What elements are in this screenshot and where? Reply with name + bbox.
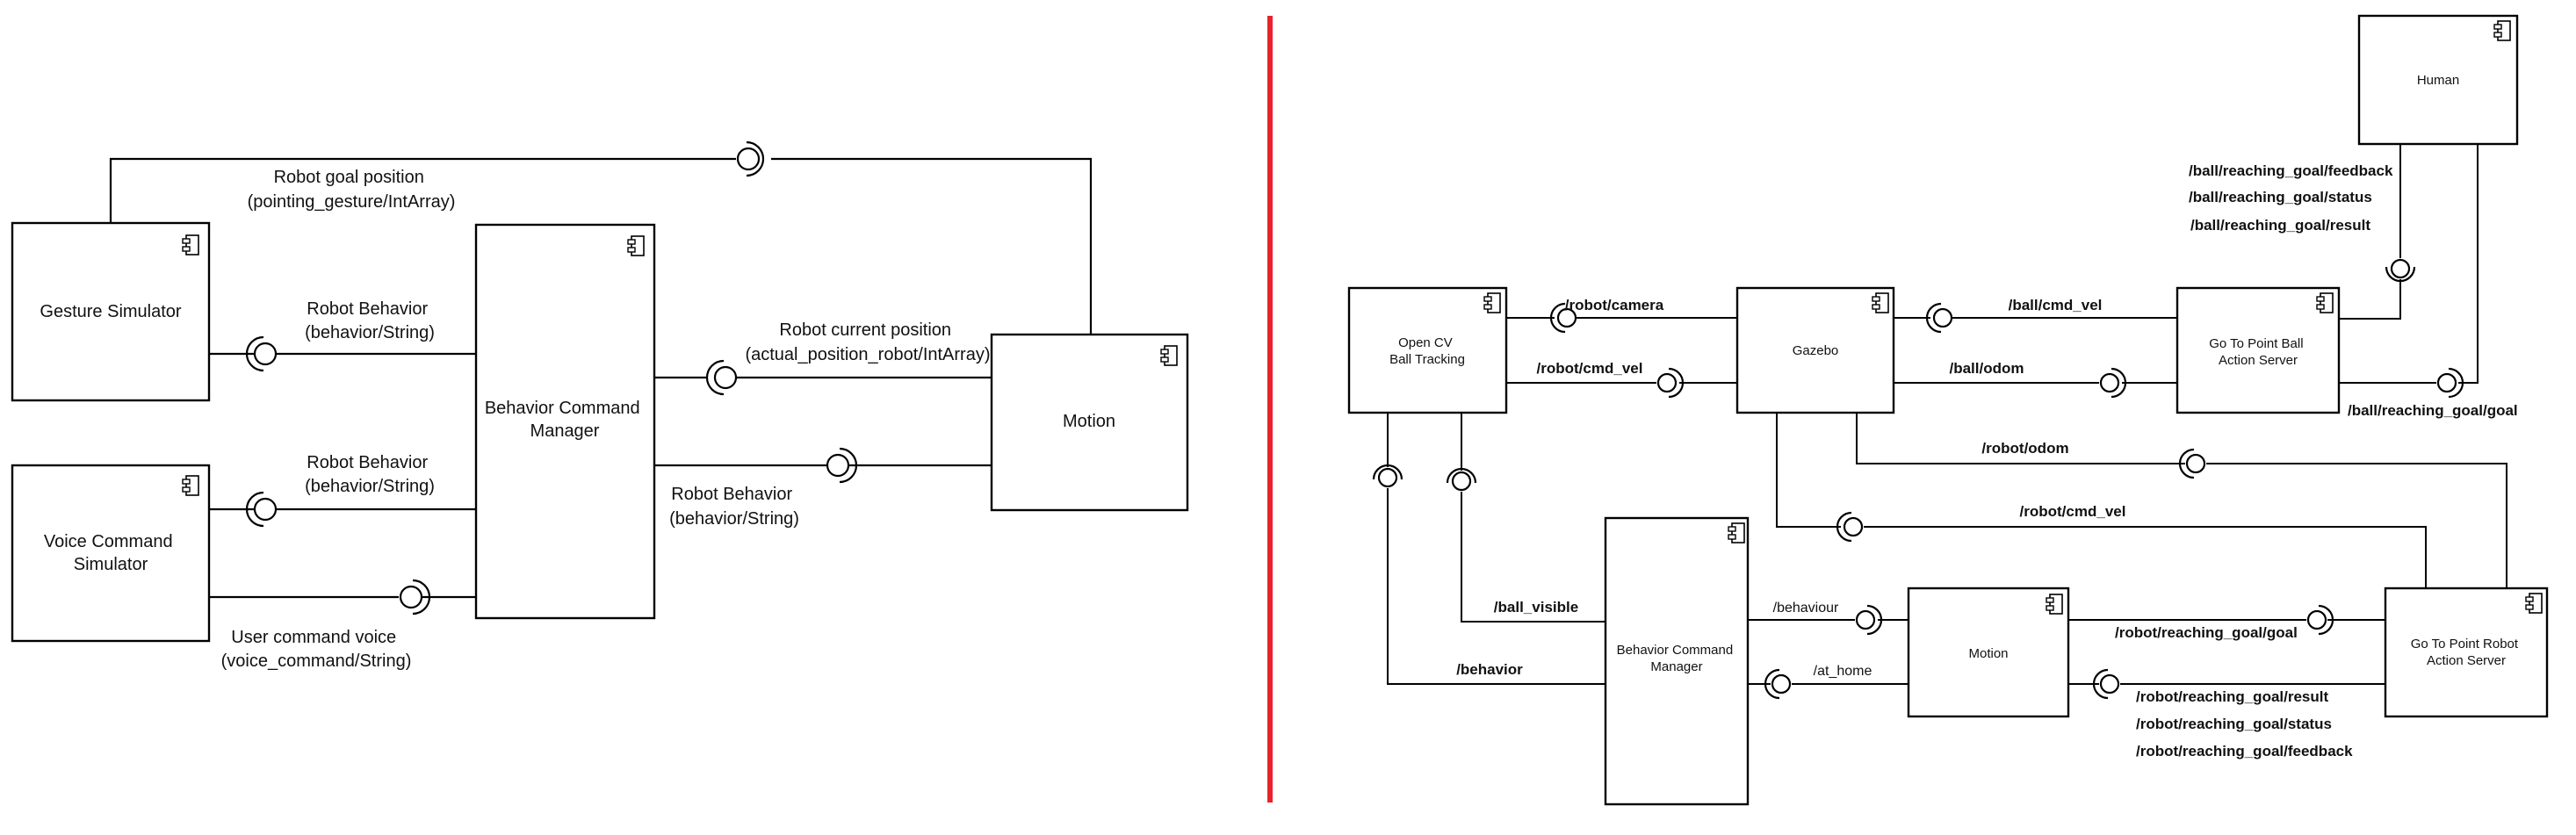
- topic-ball-reaching-goal-result: /ball/reaching_goal/result: [2190, 217, 2370, 234]
- topic-behavior: /behavior: [1456, 661, 1523, 678]
- socket-icon: [245, 335, 278, 372]
- wire-gazebo-cmd-vel-a: [1776, 413, 1841, 528]
- left-wires: [109, 157, 1093, 599]
- socket-icon: [1925, 302, 1953, 334]
- topic-ball-reaching-goal-status: /ball/reaching_goal/status: [2189, 189, 2372, 205]
- label-robot-behavior-gesture: Robot Behavior (behavior/String): [305, 299, 435, 342]
- component-go-to-point-ball: Go To Point Ball Action Server: [2176, 286, 2341, 414]
- gesture-simulator-label: Gesture Simulator: [40, 302, 182, 321]
- label-robot-goal-position: Robot goal position (pointing_gesture/In…: [248, 168, 456, 212]
- behavior-command-manager-right-label: Behavior Command Manager: [1617, 643, 1737, 674]
- wire-ball-goal-b: [2458, 144, 2479, 384]
- component-behavior-command-manager-left: Behavior Command Manager: [474, 223, 656, 620]
- component-behavior-command-manager-right: Behavior Command Manager: [1604, 516, 1750, 806]
- topic-at-home: /at_home: [1814, 664, 1872, 679]
- socket-icon: [736, 140, 765, 177]
- gazebo-label: Gazebo: [1793, 343, 1839, 358]
- wire-robot-goal-a: [109, 157, 736, 223]
- voice-command-simulator-label: Voice Command Simulator: [44, 532, 177, 574]
- wire-robot-goal-b: [771, 157, 1093, 335]
- wire-human-ball-feedback-a: [2339, 279, 2401, 320]
- socket-icon: [2099, 367, 2127, 399]
- component-voice-command-simulator: Voice Command Simulator: [11, 464, 211, 643]
- topic-robot-odom: /robot/odom: [1981, 440, 2068, 457]
- wire-gazebo-cmd-vel-b: [1864, 526, 2427, 588]
- socket-icon: [2436, 367, 2464, 399]
- socket-icon: [399, 579, 431, 615]
- socket-icon: [1549, 302, 1577, 334]
- topic-ball-reaching-goal-goal: /ball/reaching_goal/goal: [2348, 402, 2518, 419]
- socket-icon: [1764, 668, 1792, 700]
- component-open-cv-ball-tracking: Open CV Ball Tracking: [1347, 286, 1508, 414]
- open-cv-label: Open CV Ball Tracking: [1389, 335, 1465, 367]
- component-motion-left: Motion: [990, 333, 1189, 512]
- left-sockets: [245, 140, 858, 615]
- socket-icon: [1656, 367, 1685, 399]
- component-motion-right: Motion: [1907, 587, 2070, 718]
- socket-icon: [826, 447, 858, 484]
- topic-robot-reaching-goal-goal: /robot/reaching_goal/goal: [2115, 624, 2298, 641]
- socket-icon: [1836, 511, 1864, 543]
- right-diagram: Human Open CV Ball Tracking Gazebo Go To…: [1347, 14, 2549, 806]
- component-gazebo: Gazebo: [1735, 286, 1895, 414]
- motion-label: Motion: [1063, 412, 1115, 431]
- socket-icon: [1372, 464, 1403, 488]
- topic-ball-reaching-goal-feedback: /ball/reaching_goal/feedback: [2189, 162, 2393, 179]
- socket-icon: [1446, 467, 1477, 492]
- socket-icon: [1855, 604, 1883, 636]
- socket-icon: [705, 359, 738, 396]
- topic-robot-cmd-vel-gazebo: /robot/cmd_vel: [2020, 503, 2126, 520]
- motion-right-label: Motion: [1968, 646, 2008, 661]
- component-human: Human: [2357, 14, 2519, 146]
- topic-robot-reaching-goal-result: /robot/reaching_goal/result: [2136, 688, 2328, 705]
- socket-icon: [2385, 258, 2416, 283]
- go-to-point-robot-label: Go To Point Robot Action Server: [2411, 637, 2522, 668]
- topic-behaviour: /behaviour: [1773, 601, 1839, 615]
- right-sockets: [1372, 258, 2464, 700]
- topic-robot-reaching-goal-feedback: /robot/reaching_goal/feedback: [2136, 743, 2353, 759]
- wire-robot-odom-a: [1856, 413, 2185, 464]
- component-gesture-simulator: Gesture Simulator: [11, 221, 211, 402]
- socket-icon: [245, 491, 278, 528]
- label-user-command-voice: User command voice (voice_command/String…: [221, 628, 412, 671]
- human-label: Human: [2417, 73, 2459, 88]
- go-to-point-ball-label: Go To Point Ball Action Server: [2209, 336, 2306, 368]
- topic-ball-cmd-vel: /ball/cmd_vel: [2009, 297, 2103, 313]
- behavior-command-manager-label: Behavior Command Manager: [485, 399, 645, 441]
- label-robot-behavior-voice: Robot Behavior (behavior/String): [305, 453, 435, 496]
- topic-robot-cmd-vel-opencv: /robot/cmd_vel: [1537, 360, 1643, 377]
- left-diagram: Gesture Simulator Voice Command Simulato…: [11, 140, 1189, 671]
- component-go-to-point-robot: Go To Point Robot Action Server: [2384, 587, 2549, 718]
- topic-ball-odom: /ball/odom: [1950, 360, 2024, 377]
- topic-ball-visible: /ball_visible: [1494, 599, 1578, 615]
- topic-robot-camera: /robot/camera: [1565, 297, 1664, 313]
- label-robot-behavior-motion: Robot Behavior (behavior/String): [669, 485, 799, 529]
- socket-icon: [2306, 604, 2334, 636]
- socket-icon: [2092, 668, 2120, 700]
- label-robot-current-position: Robot current position (actual_position_…: [745, 320, 990, 364]
- topic-robot-reaching-goal-status: /robot/reaching_goal/status: [2136, 716, 2332, 732]
- wire-robot-odom-b: [2206, 463, 2507, 588]
- wire-ball-visible-b: [1461, 492, 1605, 623]
- socket-icon: [2178, 448, 2206, 479]
- wire-behavior-b: [1387, 488, 1605, 685]
